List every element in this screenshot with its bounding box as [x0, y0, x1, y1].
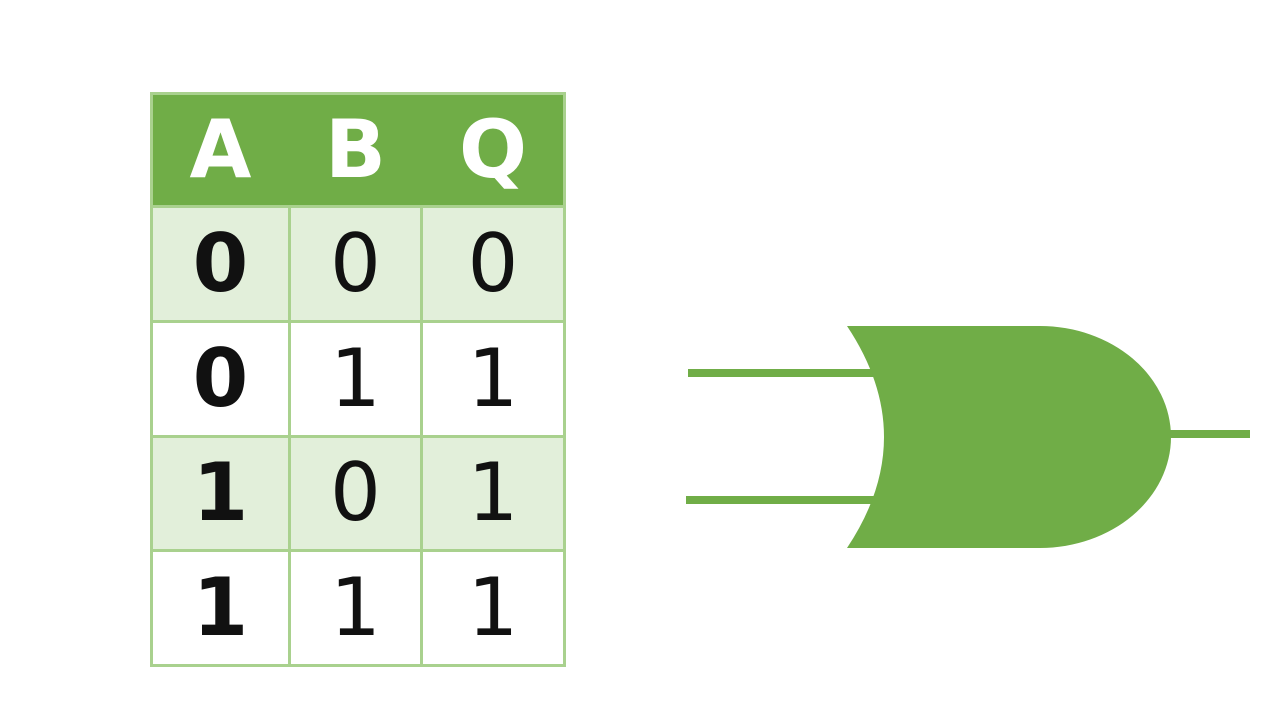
table-cell: 0	[153, 322, 288, 435]
table-cell: 0	[423, 208, 563, 320]
table-cell: 1	[423, 552, 563, 664]
output-line	[1165, 430, 1250, 438]
header-cell-b: B	[325, 103, 386, 196]
table-row: 1 1 1	[153, 552, 563, 664]
input-line-b	[686, 496, 880, 504]
table-cell: 1	[291, 322, 420, 435]
table-row: 0 0 0	[153, 208, 563, 320]
or-gate-symbol	[847, 326, 1171, 548]
table-cell: 0	[291, 208, 420, 320]
header-cell-q: Q	[458, 103, 527, 196]
table-cell: 1	[153, 437, 288, 550]
header-cell-a: A	[189, 103, 252, 196]
table-row: 0 1 1	[153, 322, 563, 435]
table-cell: 0	[153, 208, 288, 320]
input-line-a	[688, 369, 880, 377]
truth-table: A B Q 0 0 0 0 1 1 1 0 1 1 1 1	[150, 92, 566, 667]
table-row: 1 0 1	[153, 437, 563, 550]
table-cell: 1	[153, 552, 288, 664]
table-cell: 0	[291, 437, 420, 550]
truth-table-header-row: A B Q	[153, 95, 563, 205]
table-cell: 1	[423, 322, 563, 435]
table-cell: 1	[423, 437, 563, 550]
table-cell: 1	[291, 552, 420, 664]
